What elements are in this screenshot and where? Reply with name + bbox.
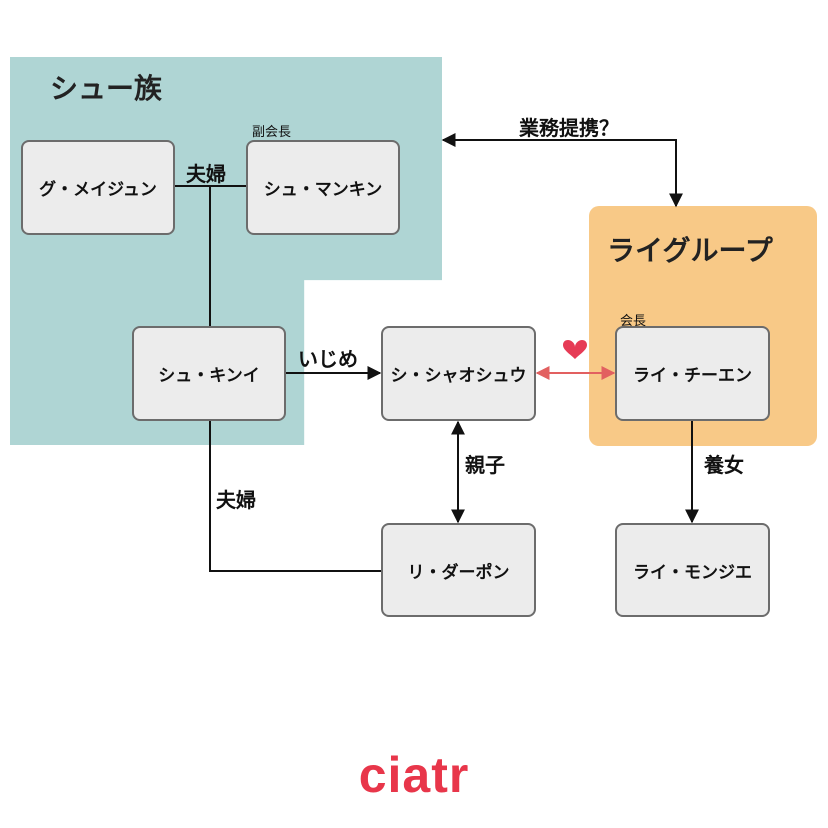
node-li-dapon: リ・ダーポン: [381, 523, 536, 617]
role-vice-chairman: 副会長: [252, 125, 292, 140]
label-business-tie: 業務提携？: [519, 116, 619, 140]
node-gu-meijun: グ・メイジュン: [21, 140, 175, 235]
lai-group-title: ライグループ: [607, 234, 773, 267]
heart-icon: [563, 340, 587, 359]
couple-line-left: [209, 421, 382, 572]
label-couple-left: 夫婦: [216, 488, 256, 512]
business-tie-arrow: [441, 133, 683, 208]
ciatr-logo: ciatr: [358, 747, 470, 803]
node-shu-mankin: シュ・マンキン: [246, 140, 400, 235]
shu-clan-title: シュー族: [50, 72, 163, 105]
node-lai-monjie: ライ・モンジエ: [615, 523, 770, 617]
node-shu-kinyi: シュ・キンイ: [132, 326, 286, 421]
node-lai-chien: ライ・チーエン: [615, 326, 770, 421]
label-adopted-daughter: 養女: [704, 453, 744, 477]
label-parent-child: 親子: [465, 453, 505, 477]
label-couple-top: 夫婦: [186, 162, 226, 186]
role-chairman: 会長: [620, 314, 647, 329]
label-bullying: いじめ: [298, 347, 358, 371]
node-shi-shaoshuu: シ・シャオシュウ: [381, 326, 536, 421]
